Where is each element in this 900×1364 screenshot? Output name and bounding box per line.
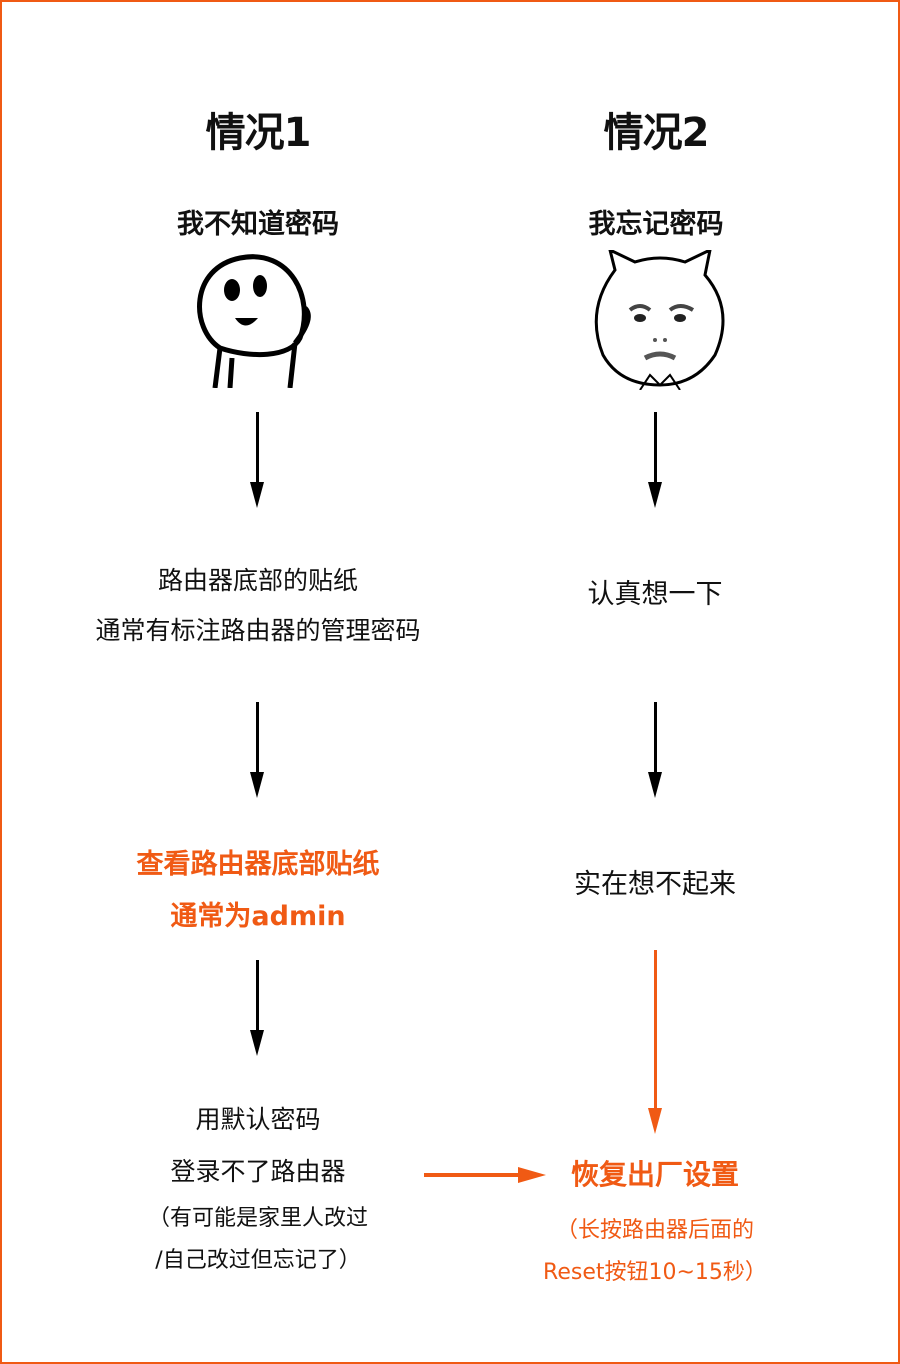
sad-cat-face-icon — [594, 250, 725, 390]
case2-subtitle: 我忘记密码 — [588, 209, 724, 240]
case2-step3-note2: Reset按钮10~15秒） — [543, 1260, 767, 1285]
case2-step2-line1: 实在想不起来 — [574, 869, 736, 900]
case1-step1-line1: 路由器底部的贴纸 — [157, 566, 358, 595]
arrowhead-icon — [648, 1108, 662, 1134]
arrow-right-connector — [424, 1173, 522, 1177]
case1-subtitle: 我不知道密码 — [177, 209, 339, 240]
arrow-down-1c — [256, 960, 259, 1032]
case1-step2-line1: 查看路由器底部贴纸 — [136, 849, 380, 880]
case2-step3-note1: （长按路由器后面的 — [555, 1218, 754, 1243]
arrowhead-icon — [648, 772, 662, 798]
case1-step3-line2: 登录不了路由器 — [170, 1157, 346, 1186]
case2-step1-line1: 认真想一下 — [587, 579, 723, 610]
case1-step1-line2: 通常有标注路由器的管理密码 — [95, 616, 421, 645]
case1-title: 情况1 — [205, 110, 312, 156]
case1-step2-line2: 通常为admin — [170, 901, 346, 932]
arrowhead-icon — [648, 482, 662, 508]
arrow-down-2a — [654, 412, 657, 484]
arrow-down-2b — [654, 702, 657, 774]
arrow-down-2c — [654, 950, 657, 1110]
case1-step3-line1: 用默认密码 — [195, 1105, 321, 1134]
thinking-stickman-icon — [197, 254, 311, 388]
case2-step3-line1: 恢复出厂设置 — [570, 1158, 739, 1191]
case1-step3-note2: /自己改过但忘记了） — [155, 1248, 361, 1273]
arrow-down-1a — [256, 412, 259, 484]
arrowhead-icon — [250, 482, 264, 508]
arrowhead-icon — [518, 1167, 546, 1183]
arrow-down-1b — [256, 702, 259, 774]
arrowhead-icon — [250, 772, 264, 798]
arrowhead-icon — [250, 1030, 264, 1056]
case2-title: 情况2 — [603, 110, 710, 156]
case1-step3-note1: （有可能是家里人改过 — [147, 1206, 368, 1231]
